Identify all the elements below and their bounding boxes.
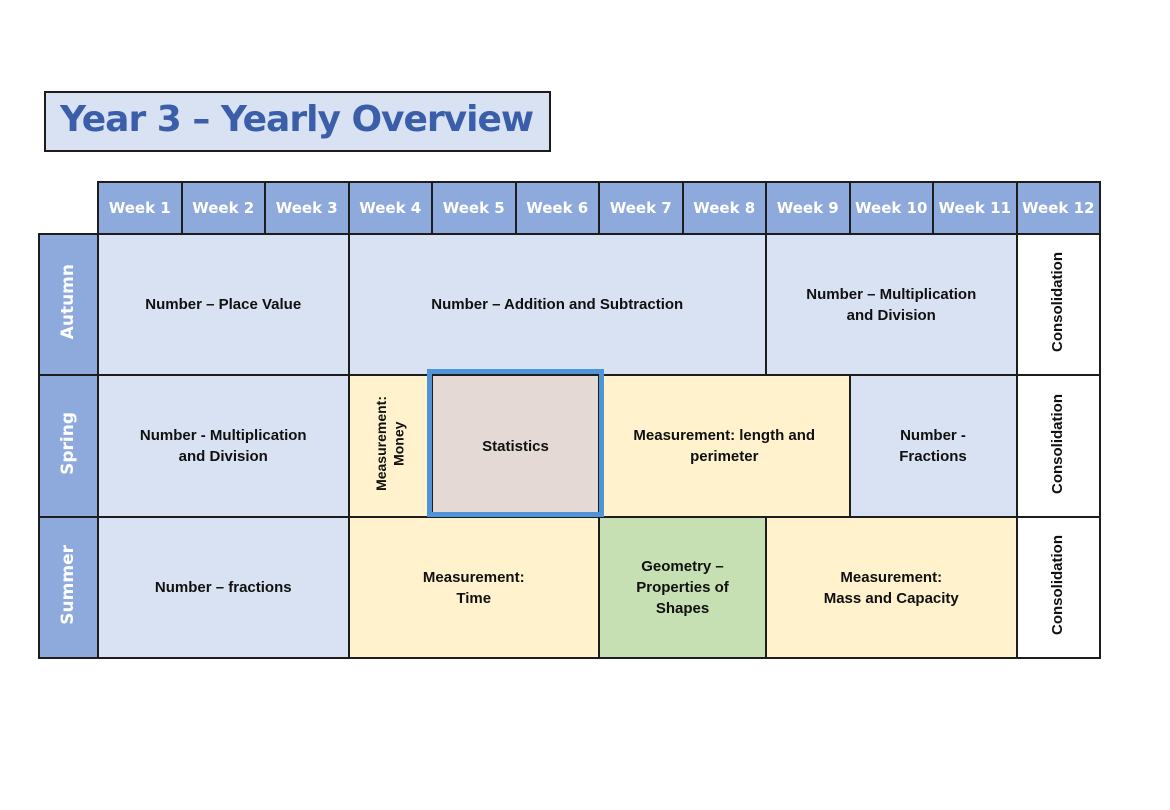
topic-cell-mass-capacity[interactable]: Measurement: Mass and Capacity	[765, 516, 1018, 659]
topic-cell-summer-consolidation[interactable]: Consolidation	[1015, 516, 1101, 659]
topic-label: Statistics	[482, 437, 549, 455]
topic-label: Consolidation	[1048, 252, 1066, 352]
season-label-text: Summer	[57, 545, 78, 625]
week-header-1: Week 1	[97, 181, 183, 235]
topic-cell-place-value[interactable]: Number – Place Value	[97, 233, 350, 376]
week-header-5: Week 5	[431, 181, 517, 235]
week-header-2: Week 2	[180, 181, 266, 235]
topic-cell-statistics[interactable]: Statistics	[431, 374, 600, 518]
autumn-row: Autumn Number – Place Value Number – Add…	[38, 233, 1101, 376]
topic-label: Geometry – Properties of Shapes	[636, 558, 729, 617]
topic-cell-autumn-consolidation[interactable]: Consolidation	[1015, 233, 1101, 376]
week-header-12: Week 12	[1015, 181, 1101, 235]
topic-cell-money[interactable]: Measurement: Money	[347, 374, 433, 518]
spring-row: Spring Number - Multiplication and Divis…	[38, 374, 1101, 518]
topic-cell-summer-fractions[interactable]: Number – fractions	[97, 516, 350, 659]
topic-cell-geometry-shapes[interactable]: Geometry – Properties of Shapes	[598, 516, 767, 659]
topic-label: Consolidation	[1048, 393, 1066, 494]
topic-cell-length-perimeter[interactable]: Measurement: length and perimeter	[598, 374, 851, 518]
season-label-text: Autumn	[57, 264, 78, 340]
page-title-box: Year 3 – Yearly Overview	[44, 91, 552, 152]
week-header-10: Week 10	[848, 181, 934, 235]
topic-cell-time[interactable]: Measurement: Time	[347, 516, 600, 659]
topic-label: Measurement: Money	[372, 396, 407, 491]
topic-cell-spring-fractions[interactable]: Number - Fractions	[848, 374, 1018, 518]
season-label-summer: Summer	[38, 516, 99, 659]
page-title: Year 3 – Yearly Overview	[60, 99, 534, 140]
week-header-8: Week 8	[681, 181, 767, 235]
topic-label: Number – fractions	[154, 579, 292, 596]
summer-row: Summer Number – fractions Measurement: T…	[38, 516, 1101, 659]
topic-label: Measurement: length and perimeter	[633, 427, 816, 465]
week-header-7: Week 7	[598, 181, 684, 235]
topic-label: Number – Addition and Subtraction	[431, 296, 684, 313]
season-label-spring: Spring	[38, 374, 99, 518]
topic-label: Measurement: Mass and Capacity	[823, 568, 959, 607]
week-header-9: Week 9	[765, 181, 851, 235]
topic-label: Number – Place Value	[145, 296, 302, 313]
topic-cell-spring-multiplication-division[interactable]: Number - Multiplication and Division	[97, 374, 350, 518]
corner-spacer	[39, 182, 98, 234]
week-header-3: Week 3	[264, 181, 350, 235]
topic-cell-spring-consolidation[interactable]: Consolidation	[1015, 374, 1101, 518]
week-header-row: Week 1 Week 2 Week 3 Week 4 Week 5 Week …	[39, 181, 1101, 235]
topic-cell-autumn-multiplication-division[interactable]: Number – Multiplication and Division	[765, 233, 1018, 376]
week-header-11: Week 11	[932, 181, 1018, 235]
season-label-autumn: Autumn	[38, 233, 99, 376]
week-header-6: Week 6	[514, 181, 600, 235]
topic-label: Measurement: Time	[422, 568, 525, 607]
topic-label: Number – Multiplication and Division	[806, 285, 977, 324]
week-header-4: Week 4	[347, 181, 433, 235]
season-label-text: Spring	[57, 412, 78, 475]
topic-cell-addition-subtraction[interactable]: Number – Addition and Subtraction	[347, 233, 767, 376]
topic-label: Number - Fractions	[899, 427, 967, 465]
yearly-overview-table: Week 1 Week 2 Week 3 Week 4 Week 5 Week …	[38, 181, 1101, 659]
topic-label: Number - Multiplication and Division	[139, 427, 307, 465]
topic-label: Consolidation	[1048, 535, 1066, 635]
